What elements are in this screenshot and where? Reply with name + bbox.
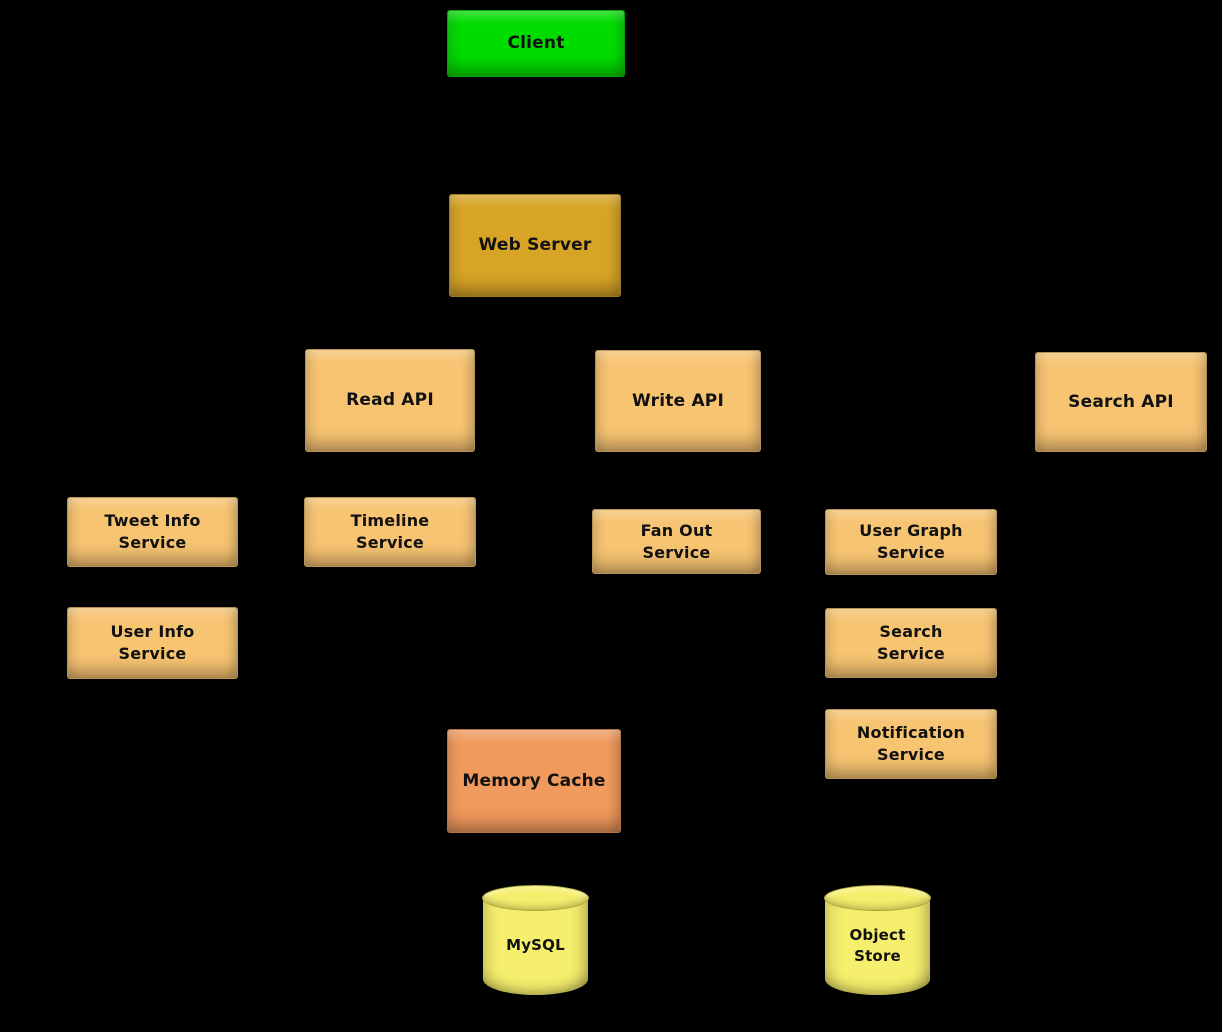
node-user-graph-service: User Graph Service — [825, 509, 997, 575]
node-tweet-info-service: Tweet Info Service — [67, 497, 238, 567]
node-search-api: Search API — [1035, 352, 1207, 452]
node-search-api-label: Search API — [1068, 391, 1174, 412]
node-write-api-label: Write API — [632, 390, 724, 411]
node-read-api: Read API — [305, 349, 475, 452]
node-search-service-label: Search Service — [877, 622, 945, 663]
node-mysql-database: MySQL — [482, 885, 589, 995]
node-fan-out-service-label: Fan Out Service — [640, 520, 713, 562]
node-tweet-info-service-label: Tweet Info Service — [104, 511, 201, 552]
node-timeline-service-label: Timeline Service — [350, 511, 430, 552]
node-write-api: Write API — [595, 350, 761, 452]
node-user-info-service-label: User Info Service — [110, 622, 195, 663]
node-user-graph-service-label: User Graph Service — [859, 521, 963, 562]
node-object-store-database-label: Object Store — [849, 926, 906, 965]
node-search-service: Search Service — [825, 608, 997, 678]
node-memory-cache-label: Memory Cache — [462, 770, 606, 791]
node-notification-service: Notification Service — [825, 709, 997, 779]
node-web-server: Web Server — [449, 194, 621, 297]
node-read-api-label: Read API — [346, 390, 434, 411]
node-user-info-service: User Info Service — [67, 607, 238, 679]
node-notification-service-label: Notification Service — [856, 723, 966, 764]
node-fan-out-service: Fan Out Service — [592, 509, 761, 574]
node-client-label: Client — [507, 33, 565, 54]
node-web-server-label: Web Server — [478, 235, 592, 256]
node-memory-cache: Memory Cache — [447, 729, 621, 833]
node-mysql-database-label: MySQL — [506, 936, 565, 955]
node-timeline-service: Timeline Service — [304, 497, 476, 567]
node-object-store-database: Object Store — [824, 885, 931, 995]
node-client: Client — [447, 10, 625, 77]
